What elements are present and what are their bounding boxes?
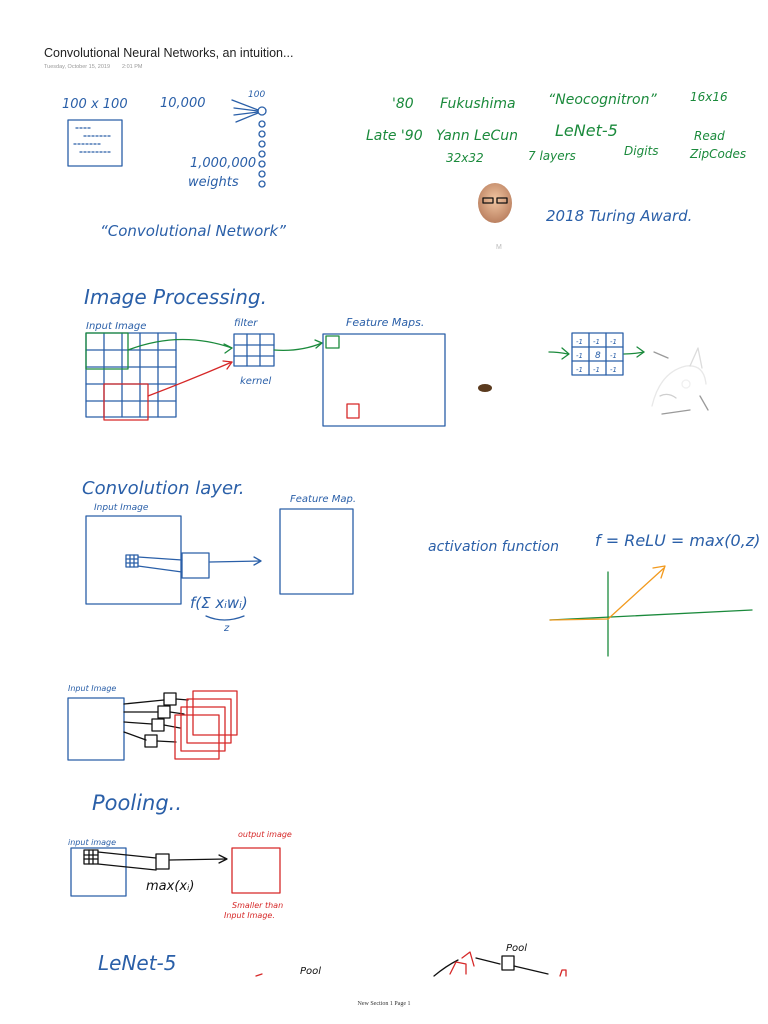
turing-award: 2018 Turing Award. (546, 207, 692, 225)
digits-label: Digits (624, 144, 658, 158)
lenet-red-mark-1 (255, 973, 263, 977)
red-arrow-to-filter (147, 361, 233, 397)
res-32: 32x32 (446, 151, 484, 165)
input-image-label-4: input image (68, 838, 116, 847)
kernel-label: kernel (240, 376, 272, 387)
relu-plot (549, 565, 753, 657)
output-image-label: output image (238, 830, 292, 839)
activation-function-label: activation function (428, 539, 559, 555)
relu-formula: f = ReLU = max(0,z) (595, 531, 760, 550)
input-image-label-5: Input Image. (224, 911, 275, 920)
dims-label: 100 x 100 (62, 97, 128, 112)
read-label: Read (694, 129, 725, 143)
filter-kernel-grid (233, 333, 275, 367)
portrait-photo: M (478, 183, 512, 251)
feature-red-cell (346, 403, 360, 419)
conv-line-2 (137, 565, 183, 573)
weights-word: weights (188, 175, 239, 190)
feature-map-box (322, 333, 446, 427)
multi-filter-connections (123, 692, 189, 748)
kernel-cell-3: -1 (610, 338, 617, 346)
page-date: Tuesday, October 15, 2019 (44, 64, 111, 70)
multi-input-box (67, 697, 125, 761)
lenet5-label: LeNet-5 (555, 121, 618, 140)
edge-kernel-grid (571, 332, 624, 376)
image-processing-heading: Image Processing. (84, 285, 267, 309)
year-80: '80 (392, 96, 414, 112)
input-image-label-2: Input Image (94, 503, 149, 513)
kernel-cell-9: -1 (610, 366, 617, 374)
pool-output-box (231, 847, 281, 894)
input-scribbles (73, 127, 113, 153)
kernel-cell-4: -1 (576, 352, 583, 360)
green-arrow-to-filter (127, 338, 233, 351)
conv-output-arrow (209, 560, 261, 563)
neuron-column (231, 99, 267, 188)
conv-layer-heading: Convolution layer. (82, 478, 245, 499)
edge-detected-photo (651, 347, 709, 415)
input-grid (85, 332, 177, 421)
lenet-heading: LeNet-5 (98, 951, 177, 975)
kernel-cell-7: -1 (576, 366, 583, 374)
kernel-cell-8: -1 (593, 366, 600, 374)
z-brace (205, 615, 245, 621)
input-square (67, 119, 123, 167)
conv-neuron-box (181, 552, 210, 579)
page-time: 2:01 PM (122, 64, 143, 70)
arrow-to-edge-image (623, 351, 645, 355)
pool-input-box (70, 847, 127, 897)
conv-feature-map-box (279, 508, 354, 595)
pool-patch (83, 849, 228, 871)
squirrel-photo (478, 384, 492, 392)
yann-lecun: Yann LeCun (436, 128, 518, 144)
lenet-partial-diagram (433, 951, 567, 977)
pool-label-a: Pool (300, 966, 321, 977)
late-90: Late '90 (366, 128, 423, 144)
bullet-conv-layer (61, 482, 68, 489)
filter-label: filter (234, 318, 258, 329)
page-footer: New Section 1 Page 1 (357, 1001, 411, 1007)
neuron-formula: f(Σ xᵢwᵢ) (190, 594, 248, 612)
input-image-label-3: Input Image (68, 684, 116, 693)
bullet-image-processing (60, 286, 68, 294)
fukushima: Fukushima (440, 96, 516, 112)
max-formula: max(xᵢ) (146, 879, 194, 894)
conv-network-quote: “Convolutional Network” (100, 222, 286, 240)
kernel-cell-5: 8 (595, 351, 601, 361)
res-16: 16x16 (690, 90, 728, 104)
zipcodes-label: ZipCodes (689, 147, 746, 161)
input-image-label: Input Image (86, 321, 146, 332)
conv-patch (125, 554, 139, 568)
bullet-lenet (70, 961, 79, 970)
svg-text:M: M (496, 244, 502, 251)
arrow-to-edge-kernel (548, 351, 569, 355)
neocognitron: “Neocognitron” (548, 92, 658, 108)
kernel-cell-2: -1 (593, 338, 600, 346)
conv-line-1 (137, 556, 183, 561)
kernel-cell-1: -1 (576, 338, 583, 346)
weights-count: 1,000,000 (190, 156, 256, 171)
pooling-heading: Pooling.. (92, 791, 182, 815)
z-label: z (223, 623, 230, 634)
pool-label-b: Pool (506, 943, 527, 954)
kernel-cell-6: -1 (610, 352, 617, 360)
page-title: Convolutional Neural Networks, an intuit… (44, 46, 294, 60)
feature-maps-label: Feature Maps. (346, 316, 424, 329)
multi-feature-maps (174, 690, 238, 760)
feature-green-cell (325, 335, 340, 349)
pixels-label: 10,000 (160, 96, 206, 111)
smaller-than-label: Smaller than (232, 901, 283, 910)
layers-7: 7 layers (528, 149, 576, 163)
green-arrow-to-feature (273, 342, 323, 351)
hundred-label: 100 (248, 90, 265, 100)
feature-map-label: Feature Map. (290, 494, 356, 505)
bullet-pooling (63, 795, 73, 805)
